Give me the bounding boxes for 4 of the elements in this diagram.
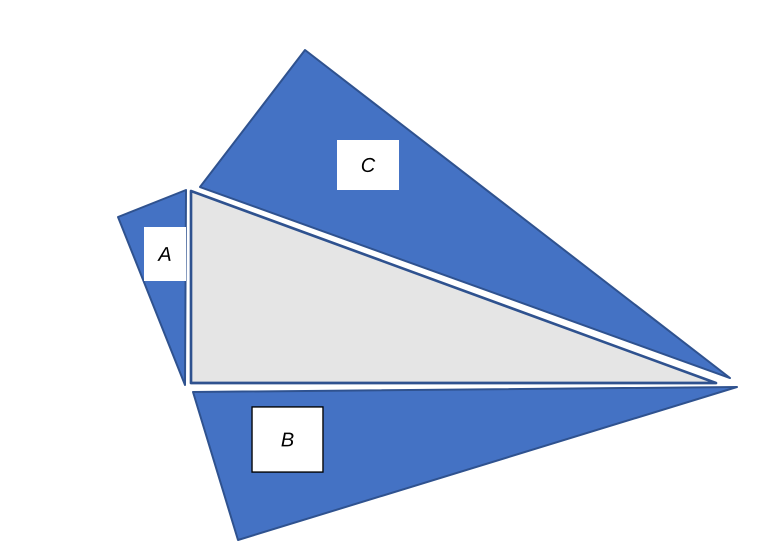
- node-label: A: [157, 247, 171, 261]
- label-box: B: [251, 406, 324, 473]
- label-box: C: [337, 140, 399, 190]
- label-box: A: [144, 227, 186, 281]
